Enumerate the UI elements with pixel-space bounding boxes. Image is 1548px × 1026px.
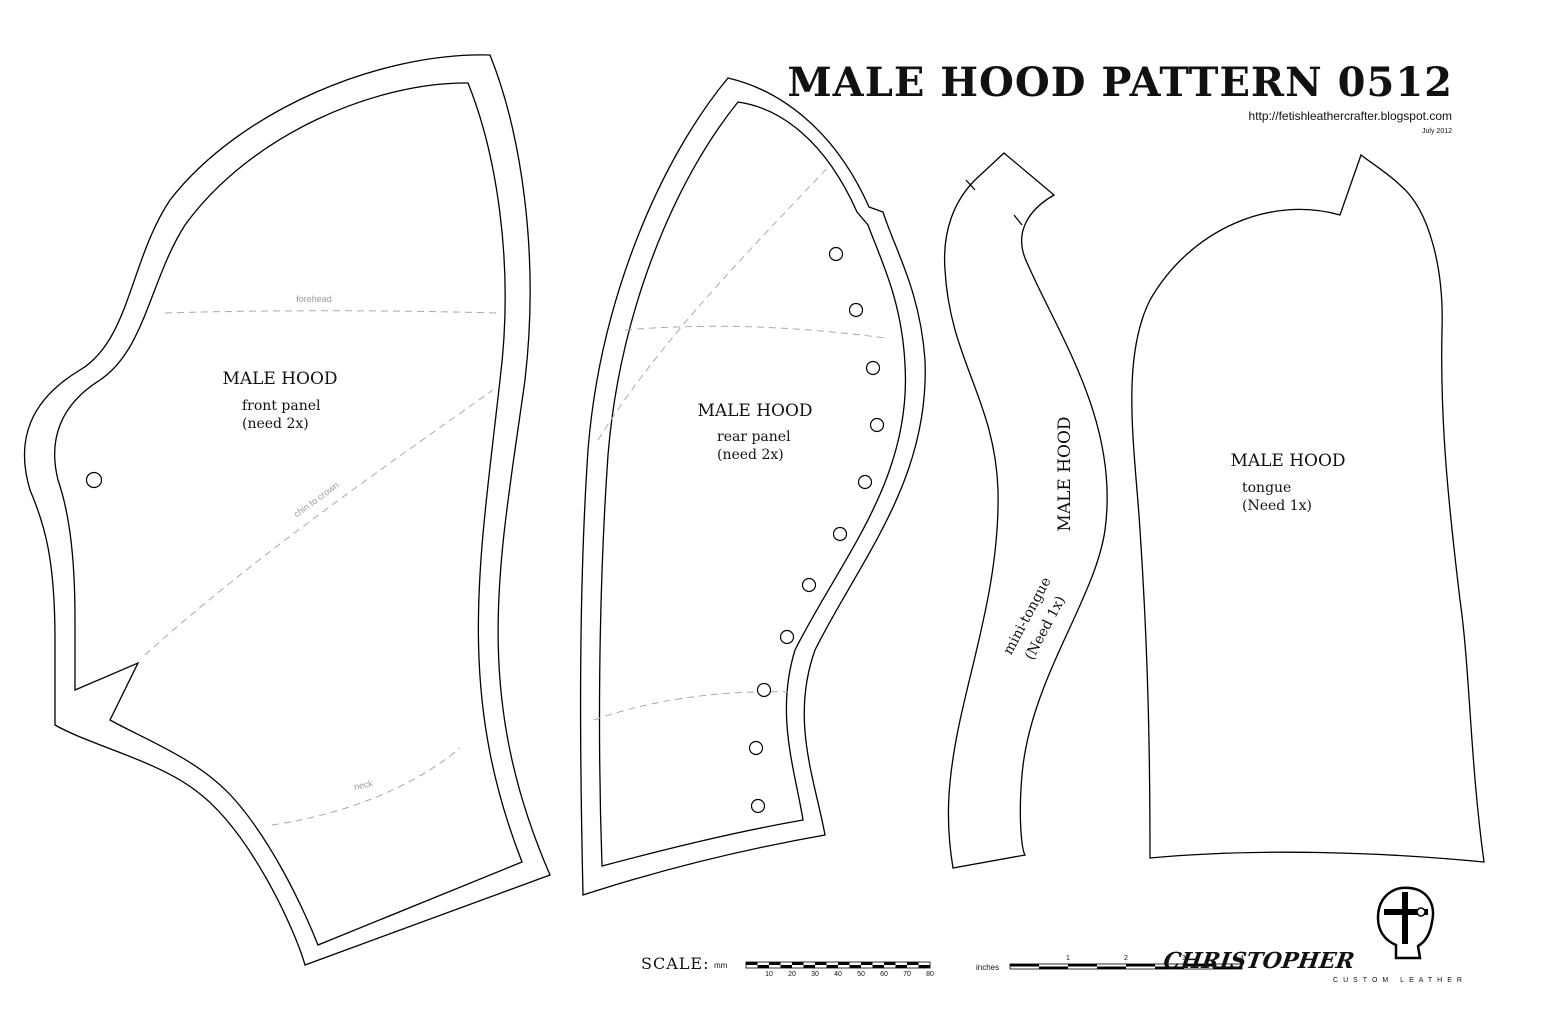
front-panel-title: MALE HOOD bbox=[222, 369, 337, 389]
rear-panel-cross-guide-line bbox=[624, 325, 886, 339]
rear-panel-title: MALE HOOD bbox=[697, 401, 812, 421]
inch-unit-label: inches bbox=[976, 963, 999, 972]
inch-scale-segment bbox=[1213, 966, 1242, 969]
inch-scale-segment bbox=[1126, 964, 1155, 967]
logo-wordmark: CHRISTOPHER bbox=[1162, 948, 1356, 974]
mm-scale-segment bbox=[757, 965, 769, 968]
mm-scale-segment bbox=[838, 962, 850, 965]
tongue-outline bbox=[1131, 153, 1485, 863]
mm-scale-segment bbox=[780, 965, 792, 968]
inch-scale-segment bbox=[1068, 964, 1097, 967]
inch-scale-tick-label: 2 bbox=[1124, 955, 1128, 962]
mm-scale-segment bbox=[918, 965, 930, 968]
eyelet-hole bbox=[865, 360, 881, 376]
inch-scale-segment bbox=[1097, 966, 1126, 969]
mini-tongue-outline bbox=[943, 152, 1108, 869]
mm-scale-tick-label: 30 bbox=[811, 971, 819, 978]
neck-guide-line bbox=[271, 747, 461, 826]
inch-scale-segment bbox=[1039, 966, 1068, 969]
mm-scale-segment bbox=[895, 965, 907, 968]
mm-scale-tick-label: 20 bbox=[788, 971, 796, 978]
eyelet-hole bbox=[857, 474, 873, 490]
mm-scale-segment bbox=[803, 965, 815, 968]
forehead-guide-line bbox=[164, 310, 498, 314]
mm-scale-segment bbox=[849, 965, 861, 968]
mini-tongue-notch-mark bbox=[965, 179, 1023, 226]
mm-scale-segment bbox=[746, 962, 758, 965]
front-panel-piece: forehead chin to crown neck MALE HOOD fr… bbox=[23, 54, 551, 966]
scale-label: SCALE: bbox=[641, 954, 709, 973]
logo-tagline: CUSTOM LEATHER bbox=[1333, 977, 1467, 984]
mm-scale-segment bbox=[872, 965, 884, 968]
eyelet-hole bbox=[832, 526, 848, 542]
rear-panel-outer-outline bbox=[579, 77, 926, 896]
front-panel-outer-outline bbox=[23, 54, 551, 966]
scale-legend: SCALE: mm 10 20 30 40 50 60 70 80 inches 1 2 3 4 bbox=[641, 954, 1244, 978]
rear-panel-eyelet-holes bbox=[748, 246, 885, 814]
neck-guide-label: neck bbox=[353, 778, 374, 792]
mini-tongue-title: MALE HOOD bbox=[1055, 416, 1075, 531]
tongue-quantity: (Need 1x) bbox=[1242, 498, 1312, 514]
inch-scale-bar: 1 2 3 4 bbox=[1009, 955, 1244, 970]
tongue-title: MALE HOOD bbox=[1230, 451, 1345, 471]
eyelet-hole bbox=[779, 629, 795, 645]
rear-panel-quantity: (need 2x) bbox=[717, 447, 784, 463]
rear-panel-inner-outline bbox=[598, 101, 907, 867]
inch-scale-segment bbox=[1184, 964, 1213, 967]
mm-scale-tick-label: 40 bbox=[834, 971, 842, 978]
front-panel-name: front panel bbox=[242, 398, 321, 414]
inch-scale-tick-label: 4 bbox=[1240, 955, 1244, 962]
mm-scale-bar: 10 20 30 40 50 60 70 80 bbox=[745, 961, 934, 978]
mm-scale-tick-label: 60 bbox=[880, 971, 888, 978]
rear-panel-diagonal-guide-line bbox=[597, 164, 831, 441]
mm-scale-tick-label: 80 bbox=[926, 971, 934, 978]
inch-scale-tick-label: 3 bbox=[1182, 955, 1186, 962]
rear-panel-name: rear panel bbox=[717, 429, 791, 445]
front-panel-eyelet-hole bbox=[85, 471, 103, 489]
eyelet-hole bbox=[828, 246, 844, 262]
mm-scale-segment bbox=[769, 962, 781, 965]
inch-scale-tick-label: 1 bbox=[1066, 955, 1070, 962]
mm-scale-segment bbox=[861, 962, 873, 965]
chin-to-crown-guide-line bbox=[144, 389, 494, 656]
eyelet-hole bbox=[848, 302, 864, 318]
mm-scale-segment bbox=[907, 962, 919, 965]
mm-scale-segment bbox=[826, 965, 838, 968]
mm-scale-segment bbox=[792, 962, 804, 965]
eyelet-hole bbox=[750, 798, 766, 814]
mm-scale-segment bbox=[815, 962, 827, 965]
eyelet-hole bbox=[756, 682, 772, 698]
forehead-guide-label: forehead bbox=[296, 294, 332, 304]
mm-scale-tick-label: 50 bbox=[857, 971, 865, 978]
mm-unit-label: mm bbox=[714, 961, 728, 970]
mm-scale-tick-label: 10 bbox=[765, 971, 773, 978]
mm-scale-tick-label: 70 bbox=[903, 971, 911, 978]
hooded-head-logo-icon bbox=[1376, 886, 1435, 960]
rear-panel-neck-guide-line bbox=[593, 691, 789, 721]
inch-scale-segment bbox=[1010, 964, 1039, 967]
christopher-logo: CHRISTOPHER CUSTOM LEATHER bbox=[1162, 886, 1467, 984]
mini-tongue-piece: MALE HOOD mini-tongue (Need 1x) bbox=[943, 152, 1108, 869]
eyelet-hole bbox=[869, 417, 885, 433]
chin-to-crown-guide-label: chin to crown bbox=[292, 480, 341, 519]
eyelet-hole bbox=[748, 740, 764, 756]
page-title: MALE HOOD PATTERN 0512 bbox=[787, 59, 1453, 106]
blog-url: http://fetishleathercrafter.blogspot.com bbox=[1249, 109, 1452, 123]
rear-panel-piece: MALE HOOD rear panel (need 2x) bbox=[579, 77, 926, 896]
tongue-piece: MALE HOOD tongue (Need 1x) bbox=[1131, 153, 1485, 863]
tongue-name: tongue bbox=[1242, 480, 1291, 496]
pattern-date: July 2012 bbox=[1422, 128, 1452, 135]
eyelet-hole bbox=[801, 577, 817, 593]
inch-scale-segment bbox=[1155, 966, 1184, 969]
mm-scale-segment bbox=[884, 962, 896, 965]
front-panel-inner-outline bbox=[54, 82, 523, 946]
front-panel-quantity: (need 2x) bbox=[242, 416, 309, 432]
